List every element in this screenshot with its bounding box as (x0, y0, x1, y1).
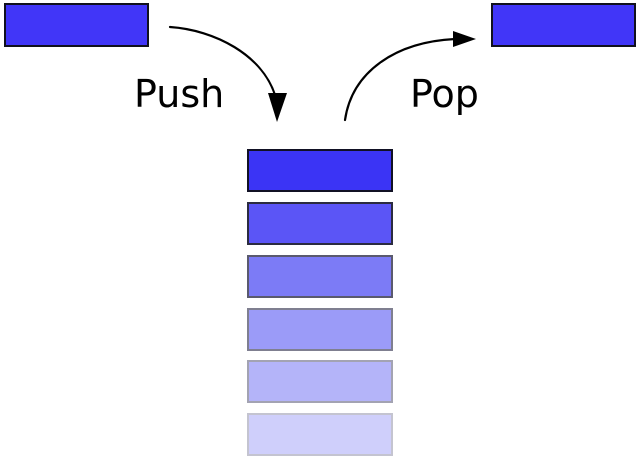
stack-item[interactable] (247, 202, 393, 245)
stack-item[interactable] (247, 255, 393, 298)
stack-item[interactable] (247, 149, 393, 192)
outgoing-block[interactable] (491, 3, 636, 47)
push-arrow-head-icon (268, 93, 287, 122)
stack-item[interactable] (247, 413, 393, 456)
pop-label: Pop (410, 72, 479, 116)
stack-item[interactable] (247, 360, 393, 403)
push-label: Push (134, 72, 225, 116)
pop-arrow-head-icon (453, 31, 476, 47)
stack-item[interactable] (247, 308, 393, 351)
incoming-block[interactable] (4, 3, 149, 47)
